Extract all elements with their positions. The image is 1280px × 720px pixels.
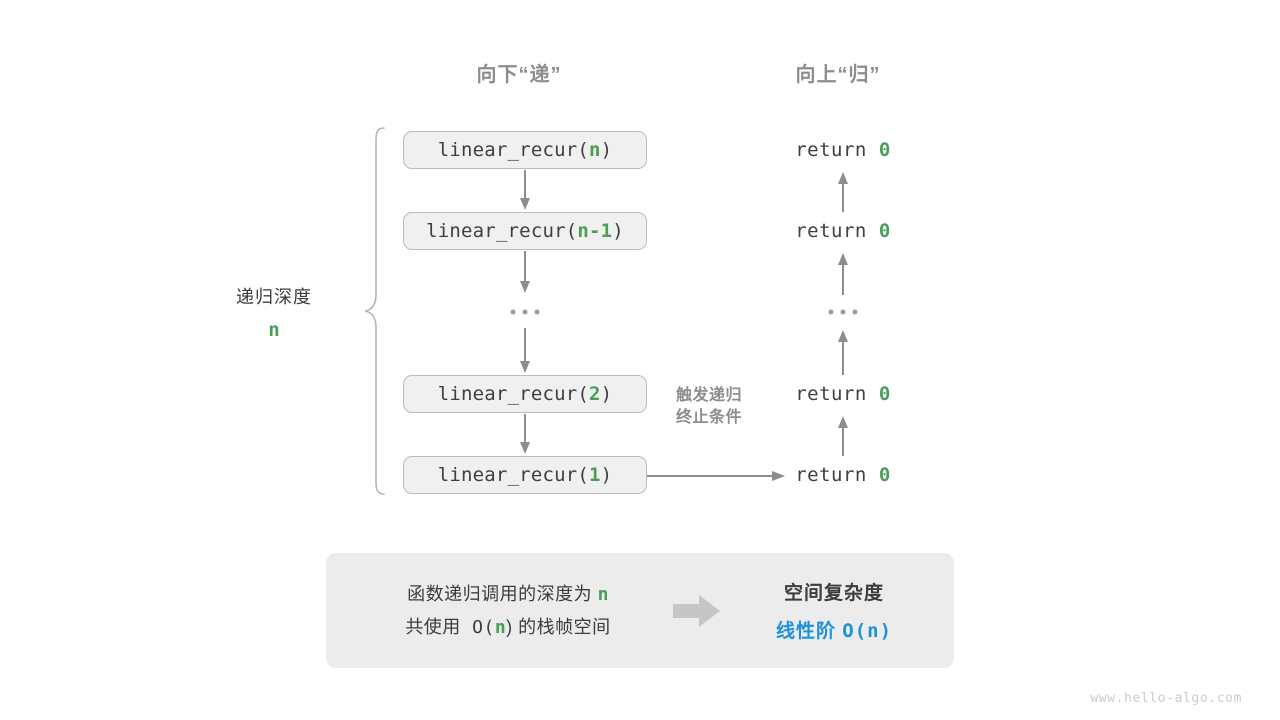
call-box-close: )	[612, 220, 624, 242]
space-complexity-value: 线性阶 O(n)	[730, 616, 938, 643]
summary-line-1: 函数递归调用的深度为 n	[352, 578, 664, 611]
recursion-depth-text: 递归深度	[236, 287, 312, 307]
return-keyword: return	[795, 139, 879, 161]
ascend-arrow-icon	[838, 330, 848, 375]
return-value: 0	[878, 220, 891, 242]
call-box-close: )	[600, 383, 613, 405]
depth-brace-icon	[364, 127, 385, 495]
call-box-arg: n	[589, 139, 601, 161]
space-complexity-notation: O(n)	[842, 620, 893, 642]
ascend-arrow-icon	[838, 172, 848, 212]
summary-line1-text: 函数递归调用的深度为	[407, 583, 598, 604]
return-statement: return 0	[795, 464, 891, 486]
call-box-name: linear_recur(	[426, 220, 578, 242]
call-box: linear_recur(n)	[403, 131, 647, 169]
call-box-name: linear_recur(	[437, 383, 590, 405]
summary-line2-post: ) 的栈帧空间	[506, 616, 611, 637]
call-box: linear_recur(n-1)	[403, 212, 647, 250]
ascend-arrow-icon	[838, 253, 848, 295]
call-box-arg: 1	[589, 464, 601, 486]
call-box: linear_recur(1)	[403, 456, 647, 494]
ascend-arrow-icon	[838, 416, 848, 456]
summary-panel: 函数递归调用的深度为 n 共使用 O(n) 的栈帧空间 空间复杂度 线性阶 O(…	[326, 553, 954, 668]
terminate-condition-note: 触发递归 终止条件	[676, 385, 742, 429]
watermark: www.hello-algo.com	[1090, 691, 1242, 706]
return-statement: return 0	[795, 220, 891, 242]
return-value: 0	[878, 464, 891, 486]
summary-line1-var: n	[597, 583, 609, 605]
summary-line2-var: n	[494, 616, 507, 638]
call-box-close: )	[600, 139, 613, 161]
right-block-arrow-icon	[673, 594, 720, 627]
return-stack-ellipsis	[828, 309, 858, 315]
descend-arrow-icon	[520, 414, 530, 454]
return-value: 0	[878, 139, 891, 161]
summary-line-2: 共使用 O(n) 的栈帧空间	[352, 611, 664, 644]
summary-description: 函数递归调用的深度为 n 共使用 O(n) 的栈帧空间	[326, 578, 664, 644]
return-value: 0	[878, 383, 891, 405]
recursion-depth-value: n	[268, 319, 280, 341]
call-box-close: )	[600, 464, 613, 486]
terminate-note-line1: 触发递归	[675, 387, 743, 404]
column-header-descend: 向下“递”	[476, 64, 562, 86]
call-box-arg: n-1	[577, 220, 613, 242]
return-statement: return 0	[795, 139, 891, 161]
summary-arrow-container	[664, 594, 730, 628]
space-complexity-order: 线性阶	[775, 621, 843, 642]
call-box-name: linear_recur(	[437, 464, 590, 486]
call-stack-ellipsis	[510, 309, 540, 315]
return-keyword: return	[795, 383, 879, 405]
return-statement: return 0	[795, 383, 891, 405]
recursion-depth-label: 递归深度 n	[236, 283, 312, 341]
call-box-name: linear_recur(	[437, 139, 590, 161]
descend-arrow-icon	[520, 170, 530, 210]
summary-line2-pre: 共使用 O(	[405, 616, 495, 638]
call-box: linear_recur(2)	[403, 375, 647, 413]
column-header-ascend: 向上“归”	[795, 64, 881, 86]
return-keyword: return	[795, 464, 879, 486]
terminate-arrow-icon	[647, 471, 785, 481]
descend-arrow-icon	[520, 251, 530, 293]
descend-arrow-icon	[520, 328, 530, 373]
space-complexity-title: 空间复杂度	[783, 583, 884, 604]
summary-conclusion: 空间复杂度 线性阶 O(n)	[730, 578, 954, 643]
call-box-arg: 2	[589, 383, 601, 405]
terminate-note-line2: 终止条件	[675, 409, 743, 426]
return-keyword: return	[795, 220, 879, 242]
